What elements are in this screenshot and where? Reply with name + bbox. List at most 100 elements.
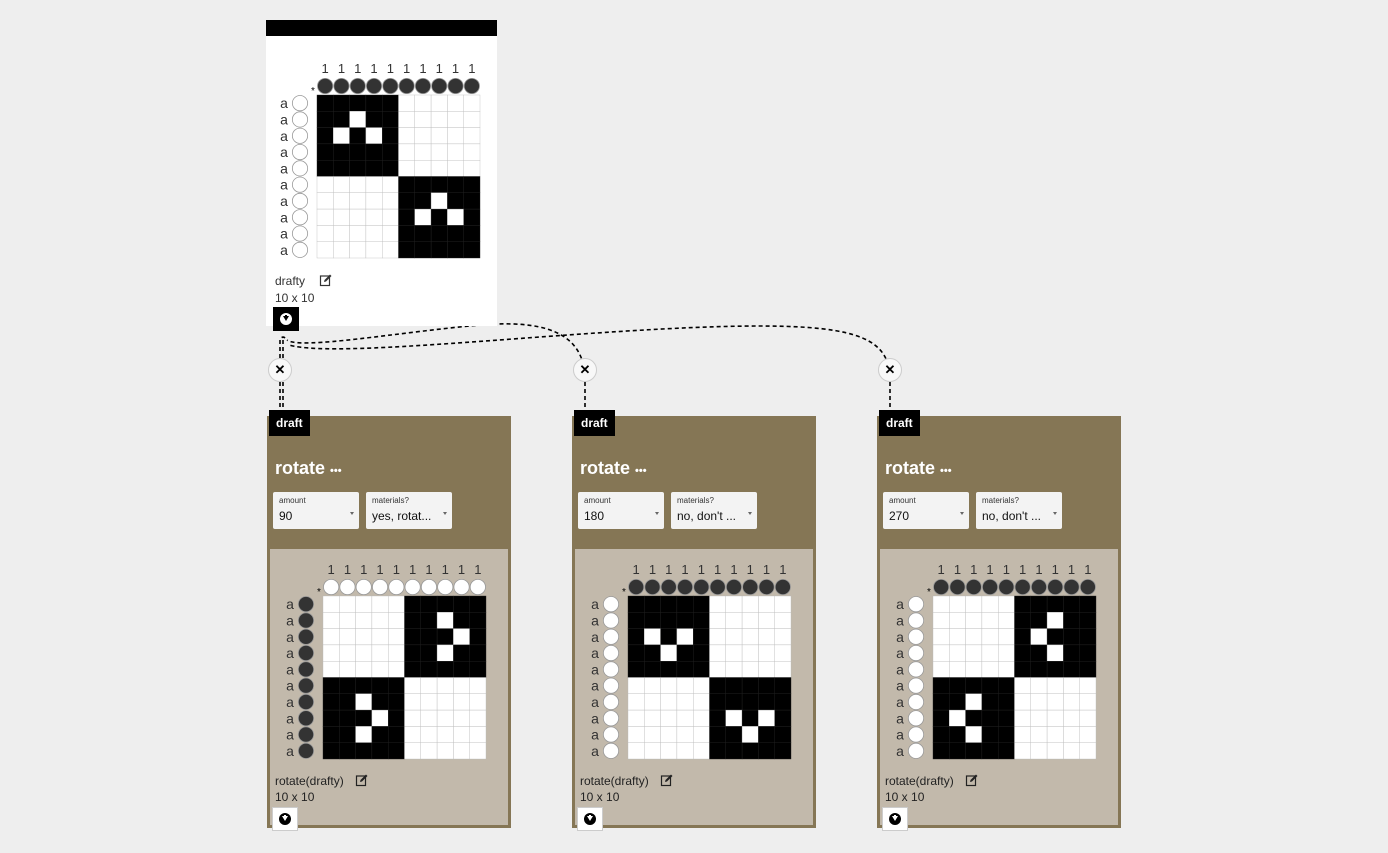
draft-cell[interactable]: [371, 595, 389, 613]
warp-material-circle[interactable]: [758, 578, 775, 596]
draft-cell[interactable]: [692, 726, 710, 743]
warp-material-circle[interactable]: [355, 578, 372, 596]
draft-cell[interactable]: [644, 612, 661, 629]
draft-cell[interactable]: [758, 612, 775, 629]
draft-input-tab[interactable]: draft: [269, 410, 310, 436]
draft-input-tab[interactable]: draft: [574, 410, 615, 436]
draft-cell[interactable]: [1030, 726, 1048, 743]
weft-material-circle[interactable]: [602, 693, 620, 711]
draft-cell[interactable]: [453, 644, 470, 662]
draft-cell[interactable]: [774, 709, 792, 727]
draft-cell[interactable]: [339, 709, 356, 727]
draft-cell[interactable]: [676, 677, 694, 694]
draft-cell[interactable]: [758, 726, 775, 743]
draft-cell[interactable]: [322, 612, 340, 629]
more-options-icon[interactable]: •••: [635, 465, 647, 477]
draft-cell[interactable]: [316, 176, 334, 193]
weft-material-circle[interactable]: [297, 612, 315, 629]
draft-cell[interactable]: [387, 644, 405, 662]
draft-cell[interactable]: [463, 225, 481, 242]
draft-cell[interactable]: [676, 693, 694, 711]
draft-cell[interactable]: [1030, 628, 1048, 646]
draft-cell[interactable]: [355, 612, 373, 629]
draft-cell[interactable]: [741, 693, 759, 711]
draft-cell[interactable]: [469, 595, 487, 613]
draft-cell[interactable]: [436, 644, 454, 662]
draft-cell[interactable]: [398, 127, 415, 145]
draft-cell[interactable]: [774, 726, 792, 743]
rotate-operation-card[interactable]: draft rotate ••• amount 180 materials? n…: [572, 410, 816, 831]
draft-cell[interactable]: [469, 742, 487, 760]
draft-cell[interactable]: [627, 660, 645, 678]
draft-cell[interactable]: [355, 677, 373, 694]
draft-cell[interactable]: [1014, 693, 1031, 711]
draft-cell[interactable]: [404, 726, 421, 743]
draft-cell[interactable]: [339, 693, 356, 711]
draft-cell[interactable]: [997, 595, 1015, 613]
draft-cell[interactable]: [349, 111, 367, 128]
draft-cell[interactable]: [676, 595, 694, 613]
warp-material-circle[interactable]: [372, 578, 389, 596]
draft-cell[interactable]: [725, 595, 743, 613]
draft-cell[interactable]: [1030, 660, 1048, 678]
draft-cell[interactable]: [1063, 660, 1080, 678]
draft-cell[interactable]: [469, 660, 487, 678]
draft-cell[interactable]: [725, 612, 743, 629]
draft-cell[interactable]: [981, 677, 999, 694]
draft-cell[interactable]: [316, 192, 334, 210]
edit-icon[interactable]: [319, 274, 332, 287]
draft-cell[interactable]: [333, 143, 350, 161]
draft-cell[interactable]: [644, 595, 661, 613]
draft-cell[interactable]: [741, 628, 759, 646]
draft-cell[interactable]: [1014, 709, 1031, 727]
draft-cell[interactable]: [932, 595, 950, 613]
draft-cell[interactable]: [430, 208, 448, 226]
draft-cell[interactable]: [404, 660, 421, 678]
draft-cell[interactable]: [709, 644, 726, 662]
draft-cell[interactable]: [436, 628, 454, 646]
edit-icon[interactable]: [660, 774, 673, 787]
draft-cell[interactable]: [644, 726, 661, 743]
draft-cell[interactable]: [932, 612, 950, 629]
draft-cell[interactable]: [949, 644, 966, 662]
draft-cell[interactable]: [469, 612, 487, 629]
draft-cell[interactable]: [387, 628, 405, 646]
draft-cell[interactable]: [949, 660, 966, 678]
draft-cell[interactable]: [333, 176, 350, 193]
warp-material-circle[interactable]: [709, 578, 726, 596]
draft-cell[interactable]: [1079, 726, 1097, 743]
weft-material-circle[interactable]: [291, 144, 309, 161]
draft-cell[interactable]: [349, 159, 367, 177]
draft-cell[interactable]: [463, 127, 481, 145]
draft-cell[interactable]: [676, 660, 694, 678]
draft-cell[interactable]: [404, 742, 421, 760]
draft-cell[interactable]: [774, 644, 792, 662]
draft-cell[interactable]: [1046, 628, 1064, 646]
remove-connection-button-2[interactable]: ✕: [573, 358, 597, 382]
draft-cell[interactable]: [414, 176, 432, 193]
operation-title[interactable]: rotate •••: [275, 458, 342, 479]
draft-cell[interactable]: [932, 742, 950, 760]
draft-cell[interactable]: [997, 660, 1015, 678]
draft-cell[interactable]: [1046, 693, 1064, 711]
draft-cell[interactable]: [692, 628, 710, 646]
warp-material-circle[interactable]: [333, 77, 350, 95]
warp-material-circle[interactable]: [965, 578, 982, 596]
draft-cell[interactable]: [692, 660, 710, 678]
draft-cell[interactable]: [398, 143, 415, 161]
draft-cell[interactable]: [436, 595, 454, 613]
draft-cell[interactable]: [965, 612, 983, 629]
draft-cell[interactable]: [981, 709, 999, 727]
draft-cell[interactable]: [430, 143, 448, 161]
warp-material-circle[interactable]: [998, 578, 1015, 596]
amount-select[interactable]: amount 270: [883, 492, 969, 529]
draft-cell[interactable]: [387, 595, 405, 613]
weft-material-circle[interactable]: [602, 628, 620, 645]
draft-cell[interactable]: [316, 94, 334, 112]
draft-cell[interactable]: [981, 742, 999, 760]
draft-cell[interactable]: [949, 612, 966, 629]
draft-cell[interactable]: [420, 660, 438, 678]
weft-material-circle[interactable]: [602, 661, 620, 678]
draft-cell[interactable]: [414, 208, 432, 226]
weft-material-circle[interactable]: [297, 710, 315, 727]
